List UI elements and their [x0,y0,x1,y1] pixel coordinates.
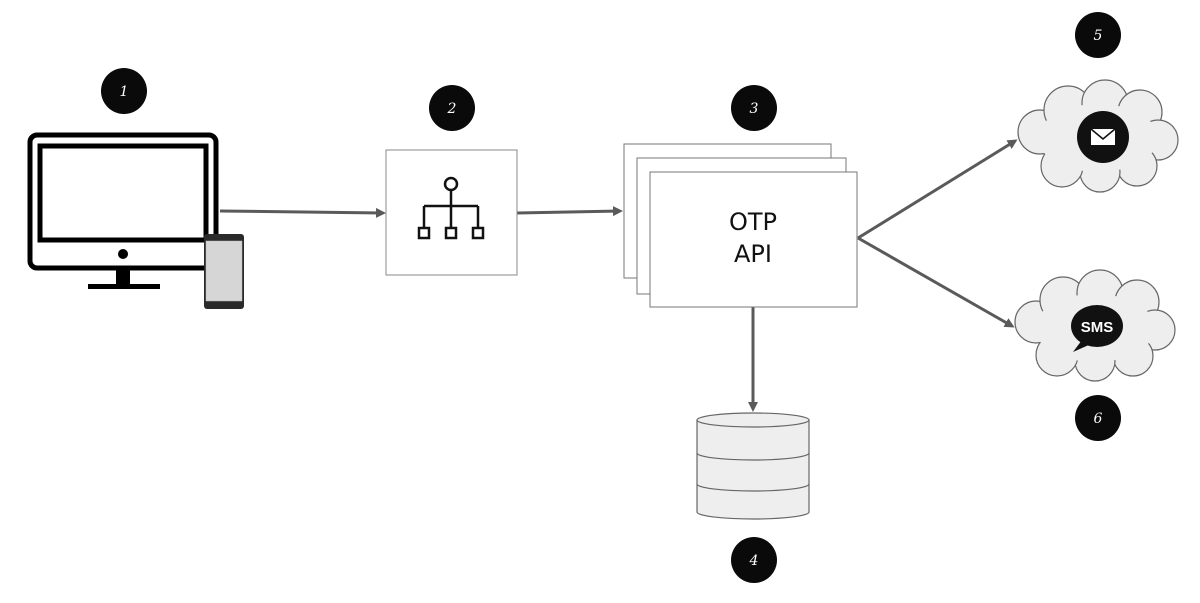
svg-text:5: 5 [1094,28,1103,44]
step-badge-6: 6 [1075,395,1121,441]
arrow-api-to-sms [857,236,1015,328]
sms-cloud: SMS [1014,269,1176,382]
step-badge-3: 3 [731,85,777,131]
sms-bubble-icon: SMS [1071,305,1123,352]
desktop-monitor-icon [27,132,219,289]
load-balancer-box [385,149,518,276]
svg-text:1: 1 [120,84,129,100]
api-label-line2: API [734,240,772,268]
envelope-icon [1077,111,1129,163]
smartphone-icon [204,234,244,309]
arrow-client-to-router [219,207,386,218]
svg-text:6: 6 [1094,411,1103,427]
api-label-line1: OTP [729,208,777,236]
svg-text:3: 3 [750,101,759,117]
sms-label: SMS [1081,319,1114,336]
load-balancer-icon [417,176,485,240]
step-badge-1: 1 [101,68,147,114]
otp-api-stack: OTP API [623,143,858,308]
step-badge-2: 2 [429,85,475,131]
svg-text:2: 2 [447,101,457,117]
database-icon [696,412,810,520]
step-badge-4: 4 [731,537,777,583]
step-badge-5: 5 [1075,12,1121,58]
arrow-router-to-api [516,206,623,217]
arrow-api-to-email [857,139,1018,240]
email-cloud [1017,79,1179,193]
svg-text:4: 4 [749,553,759,569]
